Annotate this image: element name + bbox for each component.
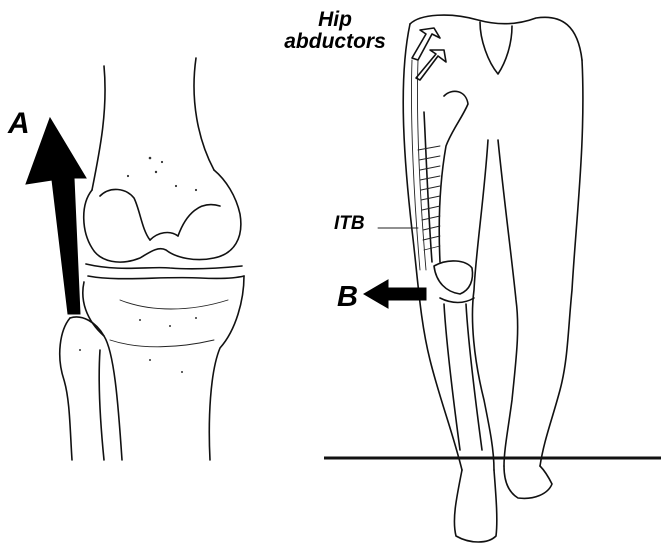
femur-shaft: [92, 66, 105, 190]
femoral-condyles: [84, 170, 241, 262]
bone-texture: [79, 157, 197, 373]
muscle-fibers: [418, 146, 440, 250]
swing-leg-contour: [540, 60, 583, 466]
fibula: [60, 318, 72, 460]
swing-foot: [504, 466, 552, 498]
label-b: B: [337, 282, 358, 312]
knee-joint-drawing: [26, 58, 244, 460]
meniscus: [86, 264, 242, 269]
knee-bones: [434, 261, 473, 294]
femur-bone: [439, 91, 468, 262]
label-a: A: [8, 108, 30, 140]
arrow-b: [364, 280, 426, 308]
arrow-a: [26, 118, 86, 314]
label-itb: ITB: [334, 214, 365, 234]
leg-drawing: [324, 15, 661, 542]
stance-foot: [454, 470, 496, 542]
label-hip-abductors: Hip abductors: [270, 9, 400, 53]
